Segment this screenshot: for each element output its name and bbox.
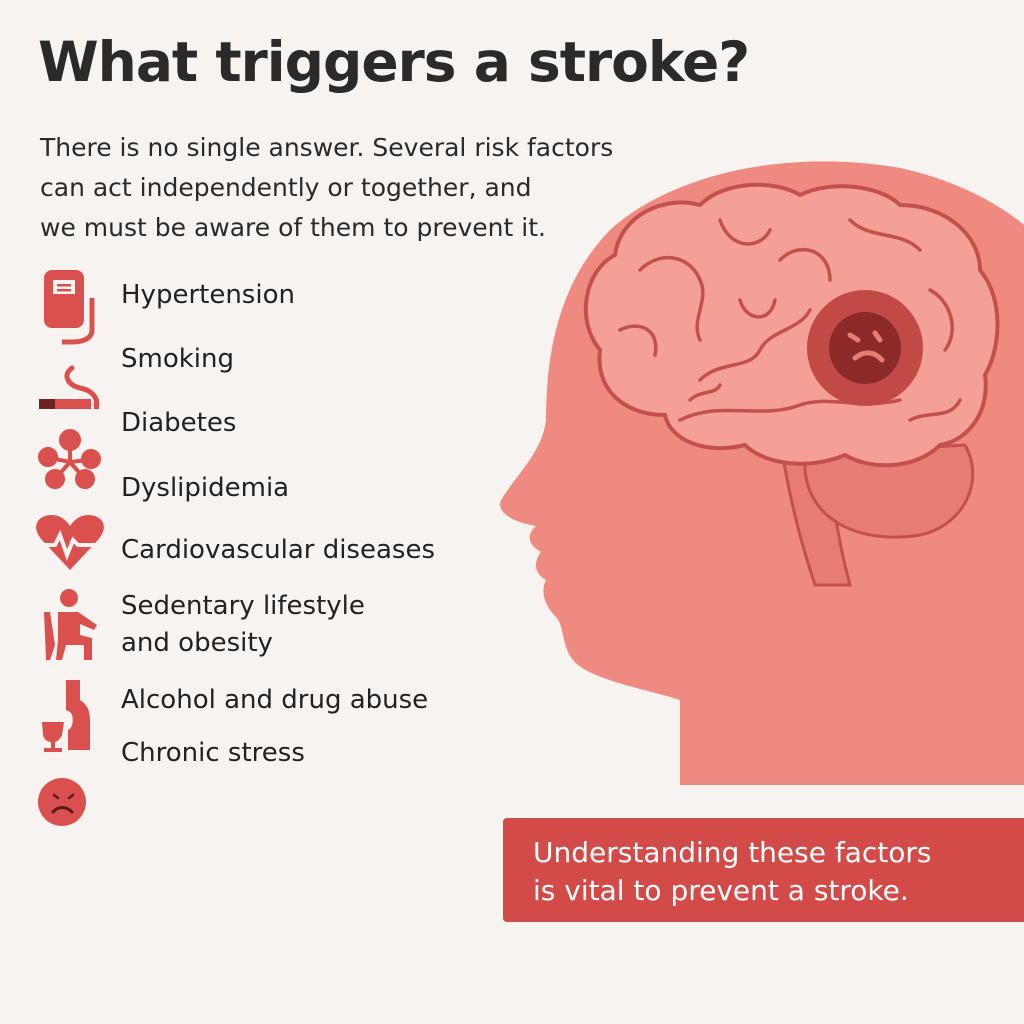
brain-folds — [618, 218, 962, 422]
risk-factor-stress: Chronic stress — [121, 738, 305, 768]
lesion-inner — [829, 312, 901, 384]
risk-factor-hypertension: Hypertension — [121, 280, 295, 310]
molecule-icon — [38, 429, 101, 489]
intro-line: we must be aware of them to prevent it. — [40, 213, 546, 242]
intro-line: can act independently or together, and — [40, 173, 532, 202]
risk-factor-dyslipidemia: Dyslipidemia — [121, 473, 290, 503]
banner-line: Understanding these factors — [533, 836, 932, 869]
lesion-marks — [847, 330, 885, 363]
intro-line: There is no single answer. Several risk … — [40, 133, 614, 162]
conclusion-banner: Understanding these factors is vital to … — [503, 818, 1024, 922]
page-title: What triggers a stroke? — [38, 30, 750, 94]
risk-factor-cardiovascular: Cardiovascular diseases — [121, 535, 435, 565]
sad-face-icon — [38, 778, 86, 826]
risk-factor-sedentary: Sedentary lifestyle — [121, 591, 365, 621]
cerebellum — [803, 443, 975, 539]
risk-factor-sedentary-line2: and obesity — [121, 628, 273, 658]
cigarette-icon — [39, 365, 99, 409]
heart-pulse-icon — [36, 515, 104, 570]
banner-line: is vital to prevent a stroke. — [533, 874, 909, 907]
sitting-person-icon — [44, 589, 97, 660]
blood-pressure-monitor-icon — [44, 270, 95, 345]
risk-factor-diabetes: Diabetes — [121, 408, 237, 438]
bottle-glass-icon — [42, 680, 90, 752]
risk-factor-alcohol: Alcohol and drug abuse — [121, 685, 429, 715]
risk-factor-smoking: Smoking — [121, 344, 235, 374]
intro-text: There is no single answer. Several risk … — [40, 128, 700, 248]
